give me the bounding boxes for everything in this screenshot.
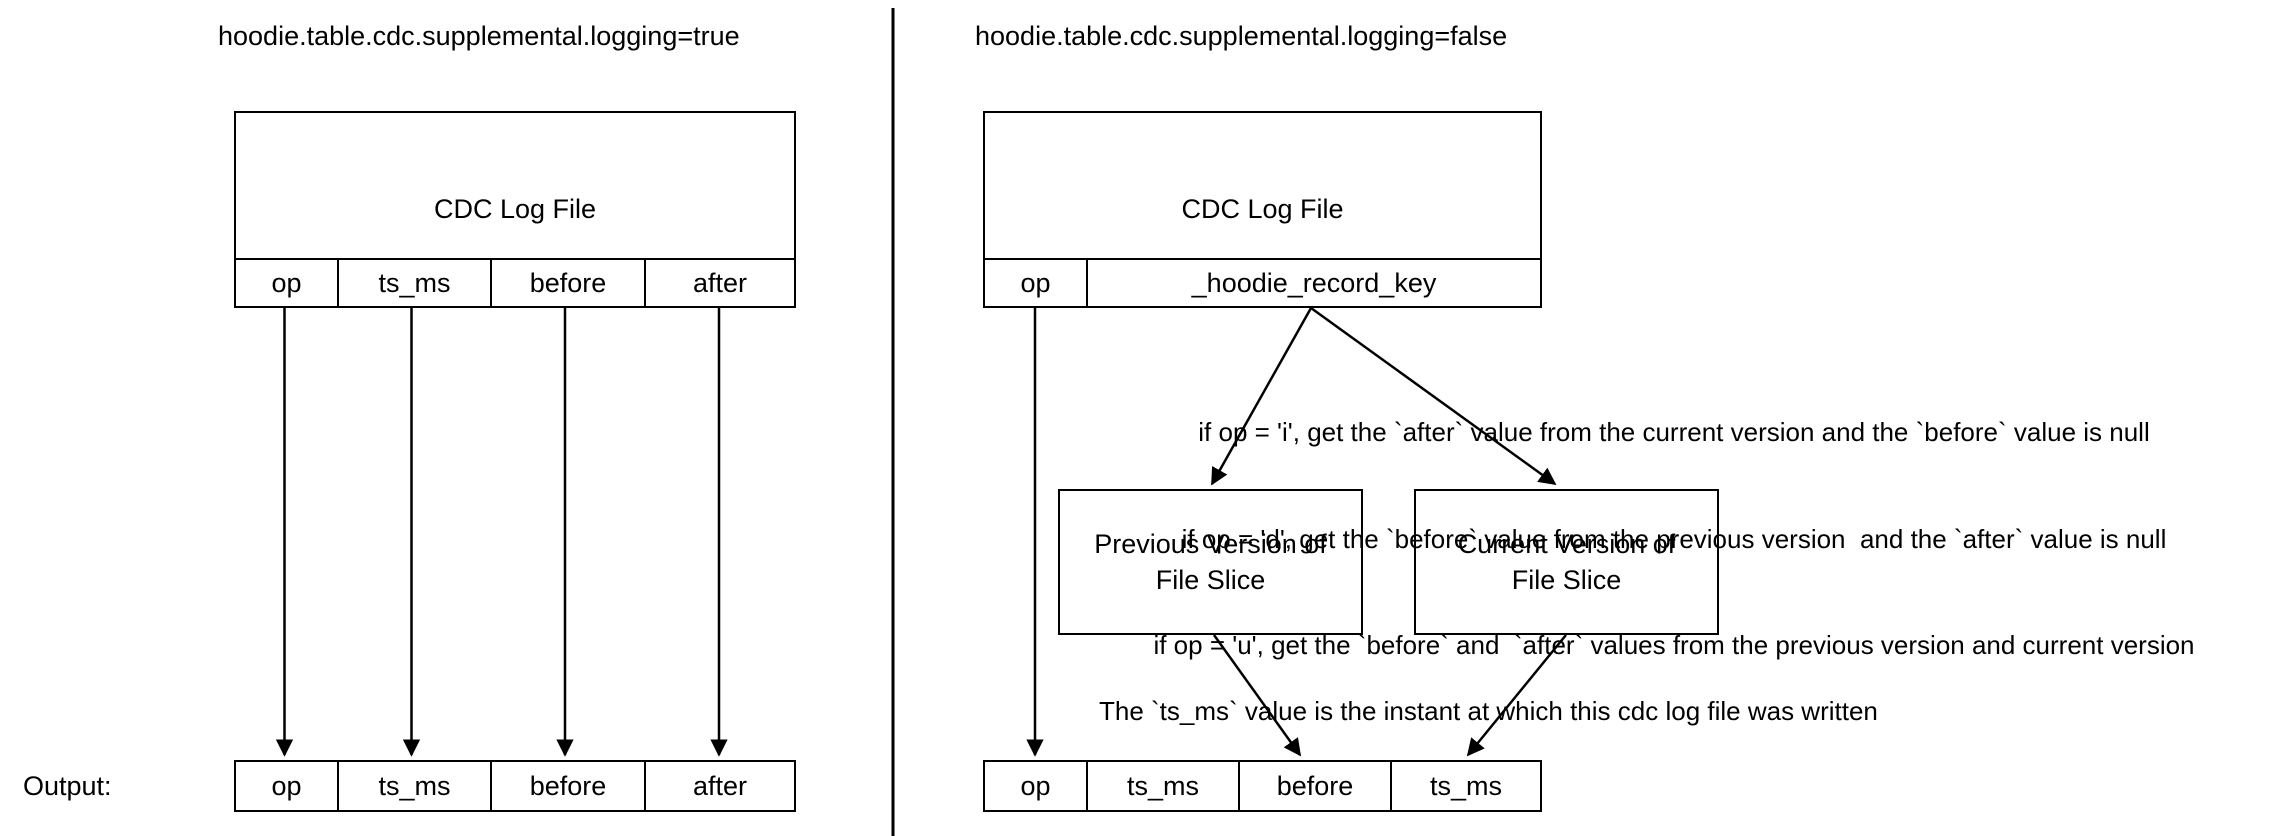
right-cdc-column-row: op _hoodie_record_key bbox=[985, 258, 1540, 306]
condition-delete: if op = 'd', get the `before` value from… bbox=[1181, 523, 2167, 554]
left-cdc-box-label: CDC Log File bbox=[433, 194, 597, 224]
left-output-op: op bbox=[271, 770, 302, 801]
left-cdc-column-row: op ts_ms before after bbox=[236, 258, 794, 306]
left-output-after: after bbox=[644, 762, 794, 810]
left-column-op: op bbox=[271, 267, 302, 298]
previous-version-label-line1: Previous Version of bbox=[1094, 529, 1327, 559]
right-output-tsms-2: ts_ms bbox=[1390, 762, 1540, 810]
left-output-before: before bbox=[490, 762, 644, 810]
left-output-tsms: ts_ms bbox=[337, 762, 490, 810]
arrow-record-key-to-current-version bbox=[1310, 306, 1557, 486]
current-version-file-slice-box: Current Version of File Slice bbox=[1414, 489, 1719, 635]
right-column-hoodie-record-key: _hoodie_record_key bbox=[1086, 260, 1540, 306]
right-column-op: op bbox=[1020, 267, 1051, 298]
condition-update: if op = 'u', get the `before` and `after… bbox=[1153, 630, 2195, 660]
previous-version-label-line2: File Slice bbox=[1155, 565, 1266, 595]
current-version-label-line1: Current Version of bbox=[1457, 529, 1676, 559]
tsms-note-text: The `ts_ms` value is the instant at whic… bbox=[1099, 696, 1878, 726]
arrow-previous-version-to-before bbox=[1212, 634, 1302, 757]
right-cdc-box-label: CDC Log File bbox=[1181, 194, 1344, 224]
right-output-tsms: ts_ms bbox=[1086, 762, 1238, 810]
arrow-current-version-to-tsms bbox=[1466, 634, 1567, 757]
op-conditions-text: if op = 'i', get the `after` value from … bbox=[1070, 344, 2278, 735]
output-label: Output: bbox=[23, 770, 112, 801]
arrow-record-key-to-previous-version bbox=[1210, 307, 1313, 486]
left-panel-title: hoodie.table.cdc.supplemental.logging=tr… bbox=[218, 21, 740, 51]
condition-insert: if op = 'i', get the `after` value from … bbox=[1198, 417, 2150, 447]
right-output-op: op bbox=[1020, 770, 1051, 801]
right-output-before: before bbox=[1238, 762, 1390, 810]
left-output-row: op ts_ms before after bbox=[234, 760, 796, 812]
left-cdc-log-file-box: CDC Log File op ts_ms before after bbox=[234, 111, 796, 308]
right-panel-title: hoodie.table.cdc.supplemental.logging=fa… bbox=[975, 21, 1508, 51]
current-version-label-line2: File Slice bbox=[1511, 565, 1622, 595]
left-column-tsms: ts_ms bbox=[337, 260, 490, 306]
left-column-after: after bbox=[644, 260, 794, 306]
right-cdc-log-file-box: CDC Log File op _hoodie_record_key bbox=[983, 111, 1542, 308]
previous-version-file-slice-box: Previous Version of File Slice bbox=[1058, 489, 1363, 635]
left-column-before: before bbox=[490, 260, 644, 306]
right-output-row: op ts_ms before ts_ms bbox=[983, 760, 1542, 812]
